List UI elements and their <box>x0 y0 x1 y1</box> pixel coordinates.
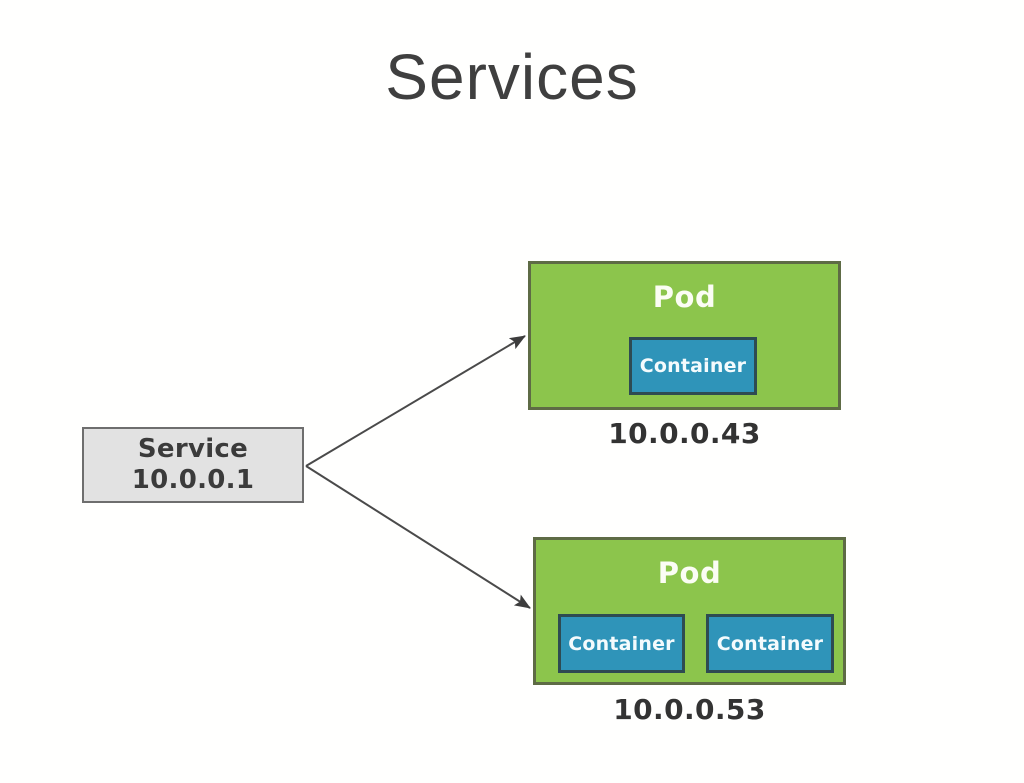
arrow-service-to-pod-bottom <box>305 465 531 609</box>
page-title: Services <box>385 41 639 113</box>
service-node[interactable]: Service 10.0.0.1 <box>82 427 304 503</box>
container-box-bottom-2[interactable]: Container <box>706 614 834 673</box>
pod-title-top: Pod <box>652 280 717 314</box>
arrow-service-to-pod-top <box>305 335 526 467</box>
container-box-bottom-1[interactable]: Container <box>558 614 685 673</box>
container-box-top-1[interactable]: Container <box>629 337 757 395</box>
pod-node-top[interactable]: Pod Container <box>528 261 841 410</box>
pod-title-bottom: Pod <box>657 556 722 590</box>
pod-node-bottom[interactable]: Pod Container Container <box>533 537 846 685</box>
pod-ip-label-top: 10.0.0.43 <box>608 417 761 450</box>
service-name-label: Service <box>137 434 249 465</box>
pod-ip-label-bottom: 10.0.0.53 <box>613 693 766 726</box>
service-ip-label: 10.0.0.1 <box>131 465 255 495</box>
